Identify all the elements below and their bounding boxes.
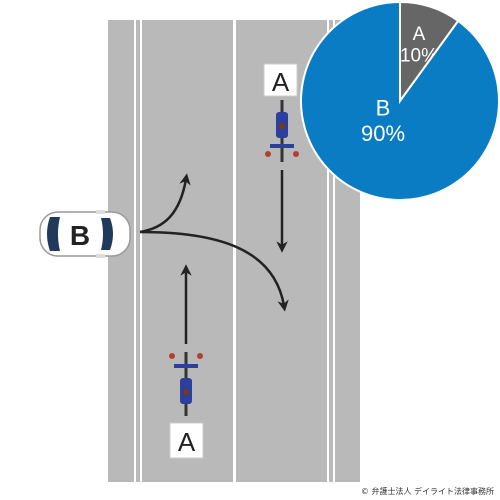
arrow-car-left-turn: [139, 173, 191, 234]
car-b-label: B: [70, 220, 90, 251]
road-edge-line-right: [327, 20, 329, 482]
pie-value-b: 90%: [361, 121, 405, 146]
car-b: B: [39, 210, 131, 258]
fault-ratio-pie-chart: A10%B90%: [300, 0, 500, 201]
road-center-line: [233, 20, 236, 482]
road-edge-line-right: [333, 20, 335, 482]
motorcycle-a-top: A: [263, 63, 299, 162]
arrow-car-right-turn: [139, 230, 289, 312]
motorcycle-a-bottom-label: A: [178, 427, 196, 457]
label-box: [169, 422, 204, 459]
copyright-notice: © 弁護士法人 デイライト法律事務所: [360, 487, 494, 496]
motorcycle-a-bottom: A: [169, 352, 204, 459]
pie-slice-b: [300, 0, 500, 201]
pie-label-a: A: [413, 24, 426, 45]
motorcycle-a-top-label: A: [272, 67, 290, 97]
road-edge-line-left: [140, 20, 142, 482]
label-box: [263, 63, 298, 97]
pie-label-b: B: [376, 96, 391, 121]
road-edge-line-left: [134, 20, 136, 482]
